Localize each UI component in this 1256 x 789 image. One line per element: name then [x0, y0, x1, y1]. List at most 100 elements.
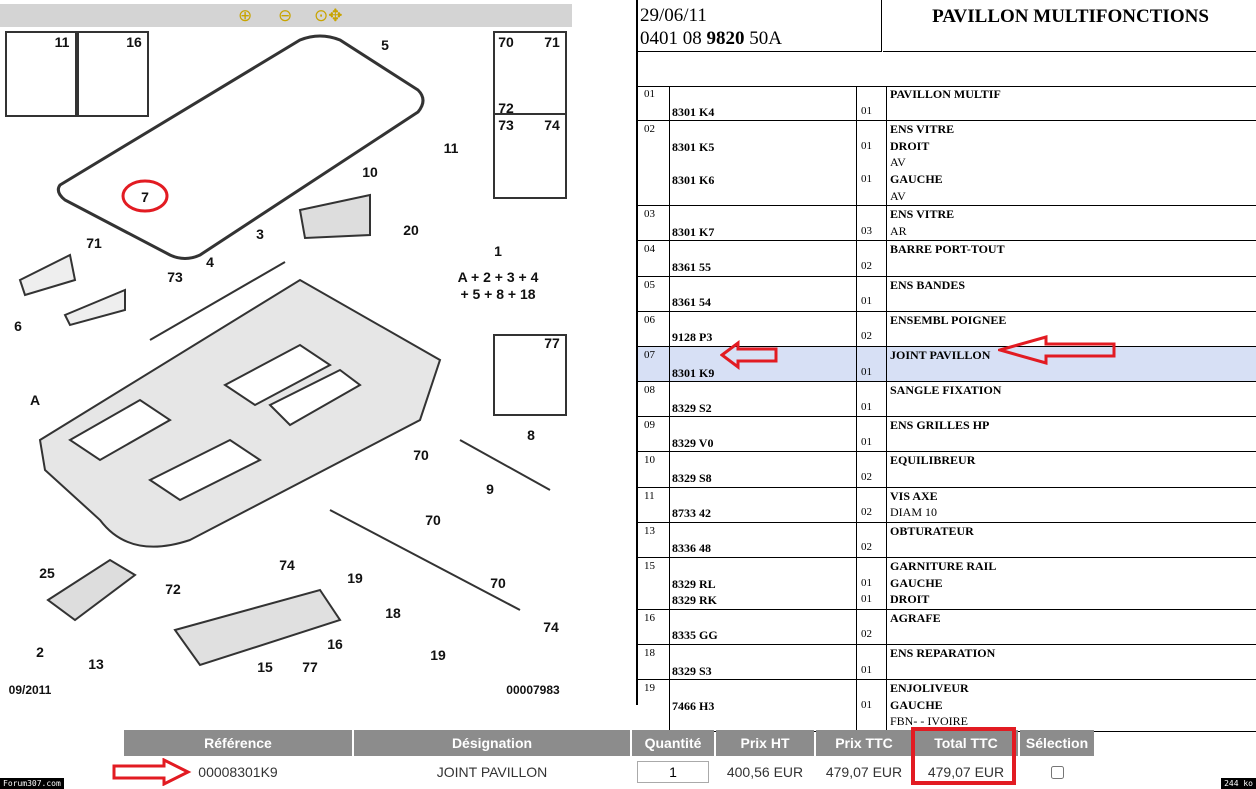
rail-trim — [173, 588, 342, 667]
callout: 25 — [39, 565, 55, 581]
callout: 77 — [302, 659, 318, 675]
callout: 18 — [385, 605, 401, 621]
part-reference[interactable]: 8329 S2 — [672, 400, 712, 415]
parts-diagram: ⊕ ⊖ ⊙✥ 11 16 — [0, 0, 572, 705]
row-number: 04 — [644, 243, 655, 256]
quantity-input[interactable] — [637, 761, 709, 783]
cart-total-ttc: 479,07 EUR — [927, 764, 1005, 780]
part-quantity: 01 — [861, 593, 872, 606]
part-description: GARNITURE RAIL — [890, 559, 997, 574]
part-reference[interactable]: 8301 K4 — [672, 104, 715, 119]
part-description: FBN- - IVOIRE — [890, 714, 968, 729]
sheet-header-info: 29/06/11 0401 08 9820 50A — [638, 0, 882, 52]
watermark-left: Forum307.com — [0, 778, 64, 789]
part-reference[interactable]: 8329 S8 — [672, 471, 712, 486]
callout: 72 — [165, 581, 181, 597]
callout: 10 — [362, 164, 378, 180]
part-reference[interactable]: 8301 K6 — [672, 172, 715, 187]
col-reference: Référence — [124, 730, 352, 756]
zoom-move-icon[interactable]: ⊙✥ — [314, 6, 343, 26]
part-reference[interactable]: 8301 K7 — [672, 224, 715, 239]
part-description: DROIT — [890, 592, 930, 607]
part-quantity: 02 — [861, 471, 872, 484]
callout: 3 — [256, 226, 264, 242]
part-description: ENS REPARATION — [890, 646, 996, 660]
part-description: SANGLE FIXATION — [890, 383, 1002, 398]
part-quantity: 01 — [861, 698, 872, 711]
part-description: AV — [890, 188, 906, 203]
callout: 74 — [543, 619, 559, 635]
red-arrow-cart-icon — [112, 758, 192, 786]
row-number: 02 — [644, 123, 655, 136]
row-number: 11 — [644, 489, 655, 502]
row-number: 06 — [644, 313, 655, 326]
row-number: 09 — [644, 419, 655, 432]
callout: 4 — [206, 254, 214, 270]
part-reference[interactable]: 8733 42 — [672, 506, 711, 521]
zoom-in-icon[interactable]: ⊕ — [238, 6, 253, 26]
part-reference[interactable]: 8329 RK — [672, 593, 717, 608]
zoom-out-icon[interactable]: ⊖ — [278, 6, 293, 26]
callout: 74 — [279, 557, 295, 573]
part-reference[interactable]: 8336 48 — [672, 541, 711, 556]
part-quantity: 02 — [861, 541, 872, 554]
part-description: ENS GRILLES HP — [890, 418, 990, 433]
part-description: GAUCHE — [890, 575, 943, 590]
part-reference[interactable]: 8329 RL — [672, 576, 716, 591]
part-description: DROIT — [890, 138, 930, 153]
part-quantity: 01 — [861, 139, 872, 152]
part-reference[interactable]: 8361 55 — [672, 259, 711, 274]
parts-list-sheet: 29/06/11 0401 08 9820 50A PAVILLON MULTI… — [636, 0, 1256, 732]
sheet-date: 29/06/11 — [640, 5, 707, 26]
part-reference[interactable]: 8335 GG — [672, 628, 718, 643]
col-quantity: Quantité — [632, 730, 714, 756]
part-description: ENSEMBL POIGNEE — [890, 312, 1007, 327]
callout: 11 — [55, 34, 70, 50]
callout: 16 — [126, 34, 142, 50]
rear-glass — [298, 193, 371, 240]
part-quantity: 02 — [861, 330, 872, 343]
callout: 70 — [425, 512, 441, 528]
annotation-circle-7 — [121, 179, 169, 213]
part-quantity: 02 — [861, 259, 872, 272]
part-reference[interactable]: 8301 K9 — [672, 365, 715, 380]
row-number: 01 — [644, 88, 655, 100]
inset-box-73-74 — [493, 113, 567, 199]
part-description: AGRAFE — [890, 610, 941, 625]
total-highlight-box — [911, 727, 1016, 785]
part-reference[interactable]: 8329 S3 — [672, 663, 712, 678]
col-selection: Sélection — [1020, 730, 1094, 756]
part-reference[interactable]: 8329 V0 — [672, 435, 714, 450]
callout: 8 — [527, 427, 535, 443]
row-number: 08 — [644, 384, 655, 397]
part-reference[interactable]: 8361 54 — [672, 295, 711, 310]
callout: 71 — [86, 235, 102, 251]
parts-row: 08 SANGLE FIXATION 8329 S2 01 — [638, 382, 1256, 418]
part-reference[interactable]: 8301 K5 — [672, 139, 715, 154]
callout: 74 — [544, 117, 560, 133]
part-description: OBTURATEUR — [890, 523, 974, 538]
selection-checkbox[interactable] — [1051, 765, 1064, 779]
callout: 9 — [486, 481, 494, 497]
col-designation: Désignation — [354, 730, 630, 756]
part-description: JOINT PAVILLON — [890, 347, 991, 362]
part-reference[interactable]: 7466 H3 — [672, 698, 715, 713]
callout: A — [30, 392, 40, 408]
cart-reference: 00008301K9 — [198, 764, 278, 780]
part-quantity: 01 — [861, 400, 872, 413]
part-quantity: 01 — [861, 365, 872, 378]
front-glass — [46, 558, 137, 622]
part-description: ENS BANDES — [890, 277, 966, 292]
callout: 15 — [257, 659, 273, 675]
part-reference[interactable]: 9128 P3 — [672, 330, 713, 345]
callout: 5 — [381, 37, 389, 53]
